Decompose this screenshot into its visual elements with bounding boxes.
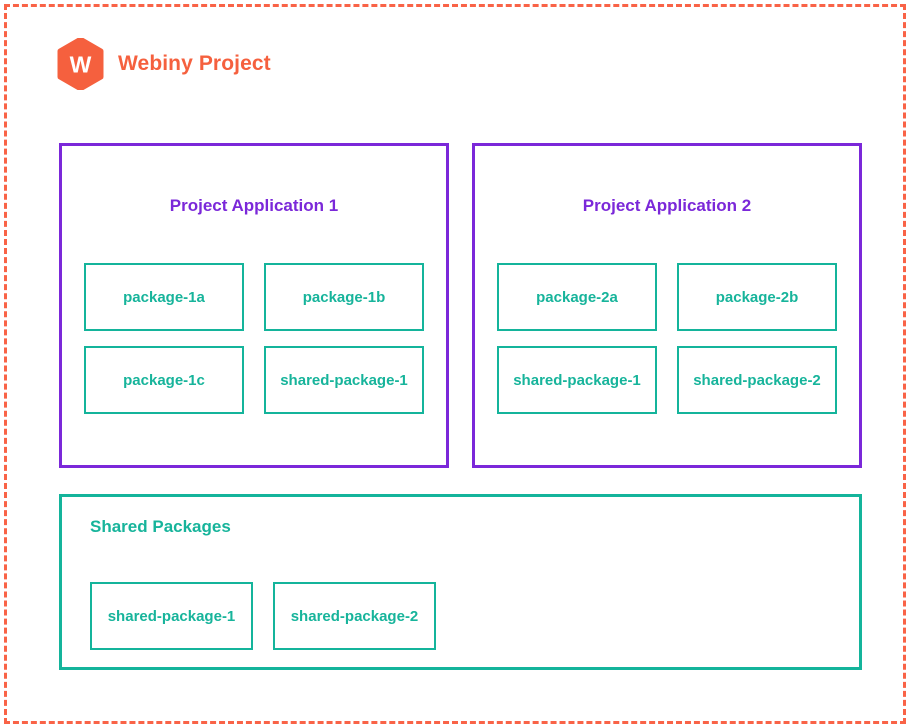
application-title-2: Project Application 2 xyxy=(582,196,752,215)
webiny-logo-icon: W xyxy=(57,38,104,90)
shared-packages-box[interactable]: Shared Packages shared-package-1 shared-… xyxy=(59,494,862,670)
project-title: Webiny Project xyxy=(118,52,271,75)
shared-packages-grid: shared-package-1 shared-package-2 xyxy=(90,582,436,650)
project-header: W Webiny Project xyxy=(57,38,271,90)
package-box[interactable]: shared-package-1 xyxy=(264,346,424,414)
package-box[interactable]: shared-package-1 xyxy=(497,346,657,414)
shared-packages-title: Shared Packages xyxy=(90,517,231,536)
application-1-package-grid: package-1a package-1b package-1c shared-… xyxy=(84,263,424,414)
application-title-1: Project Application 1 xyxy=(169,196,339,215)
application-box-1[interactable]: Project Application 1 package-1a package… xyxy=(59,143,449,468)
package-box[interactable]: shared-package-2 xyxy=(273,582,436,650)
package-box[interactable]: shared-package-1 xyxy=(90,582,253,650)
package-box[interactable]: package-2b xyxy=(677,263,837,331)
package-box[interactable]: package-2a xyxy=(497,263,657,331)
application-2-package-grid: package-2a package-2b shared-package-1 s… xyxy=(497,263,837,414)
webiny-logo-letter: W xyxy=(70,52,92,78)
application-box-2[interactable]: Project Application 2 package-2a package… xyxy=(472,143,862,468)
project-boundary: W Webiny Project Project Application 1 p… xyxy=(4,4,906,724)
package-box[interactable]: package-1a xyxy=(84,263,244,331)
package-box[interactable]: shared-package-2 xyxy=(677,346,837,414)
package-box[interactable]: package-1b xyxy=(264,263,424,331)
package-box[interactable]: package-1c xyxy=(84,346,244,414)
